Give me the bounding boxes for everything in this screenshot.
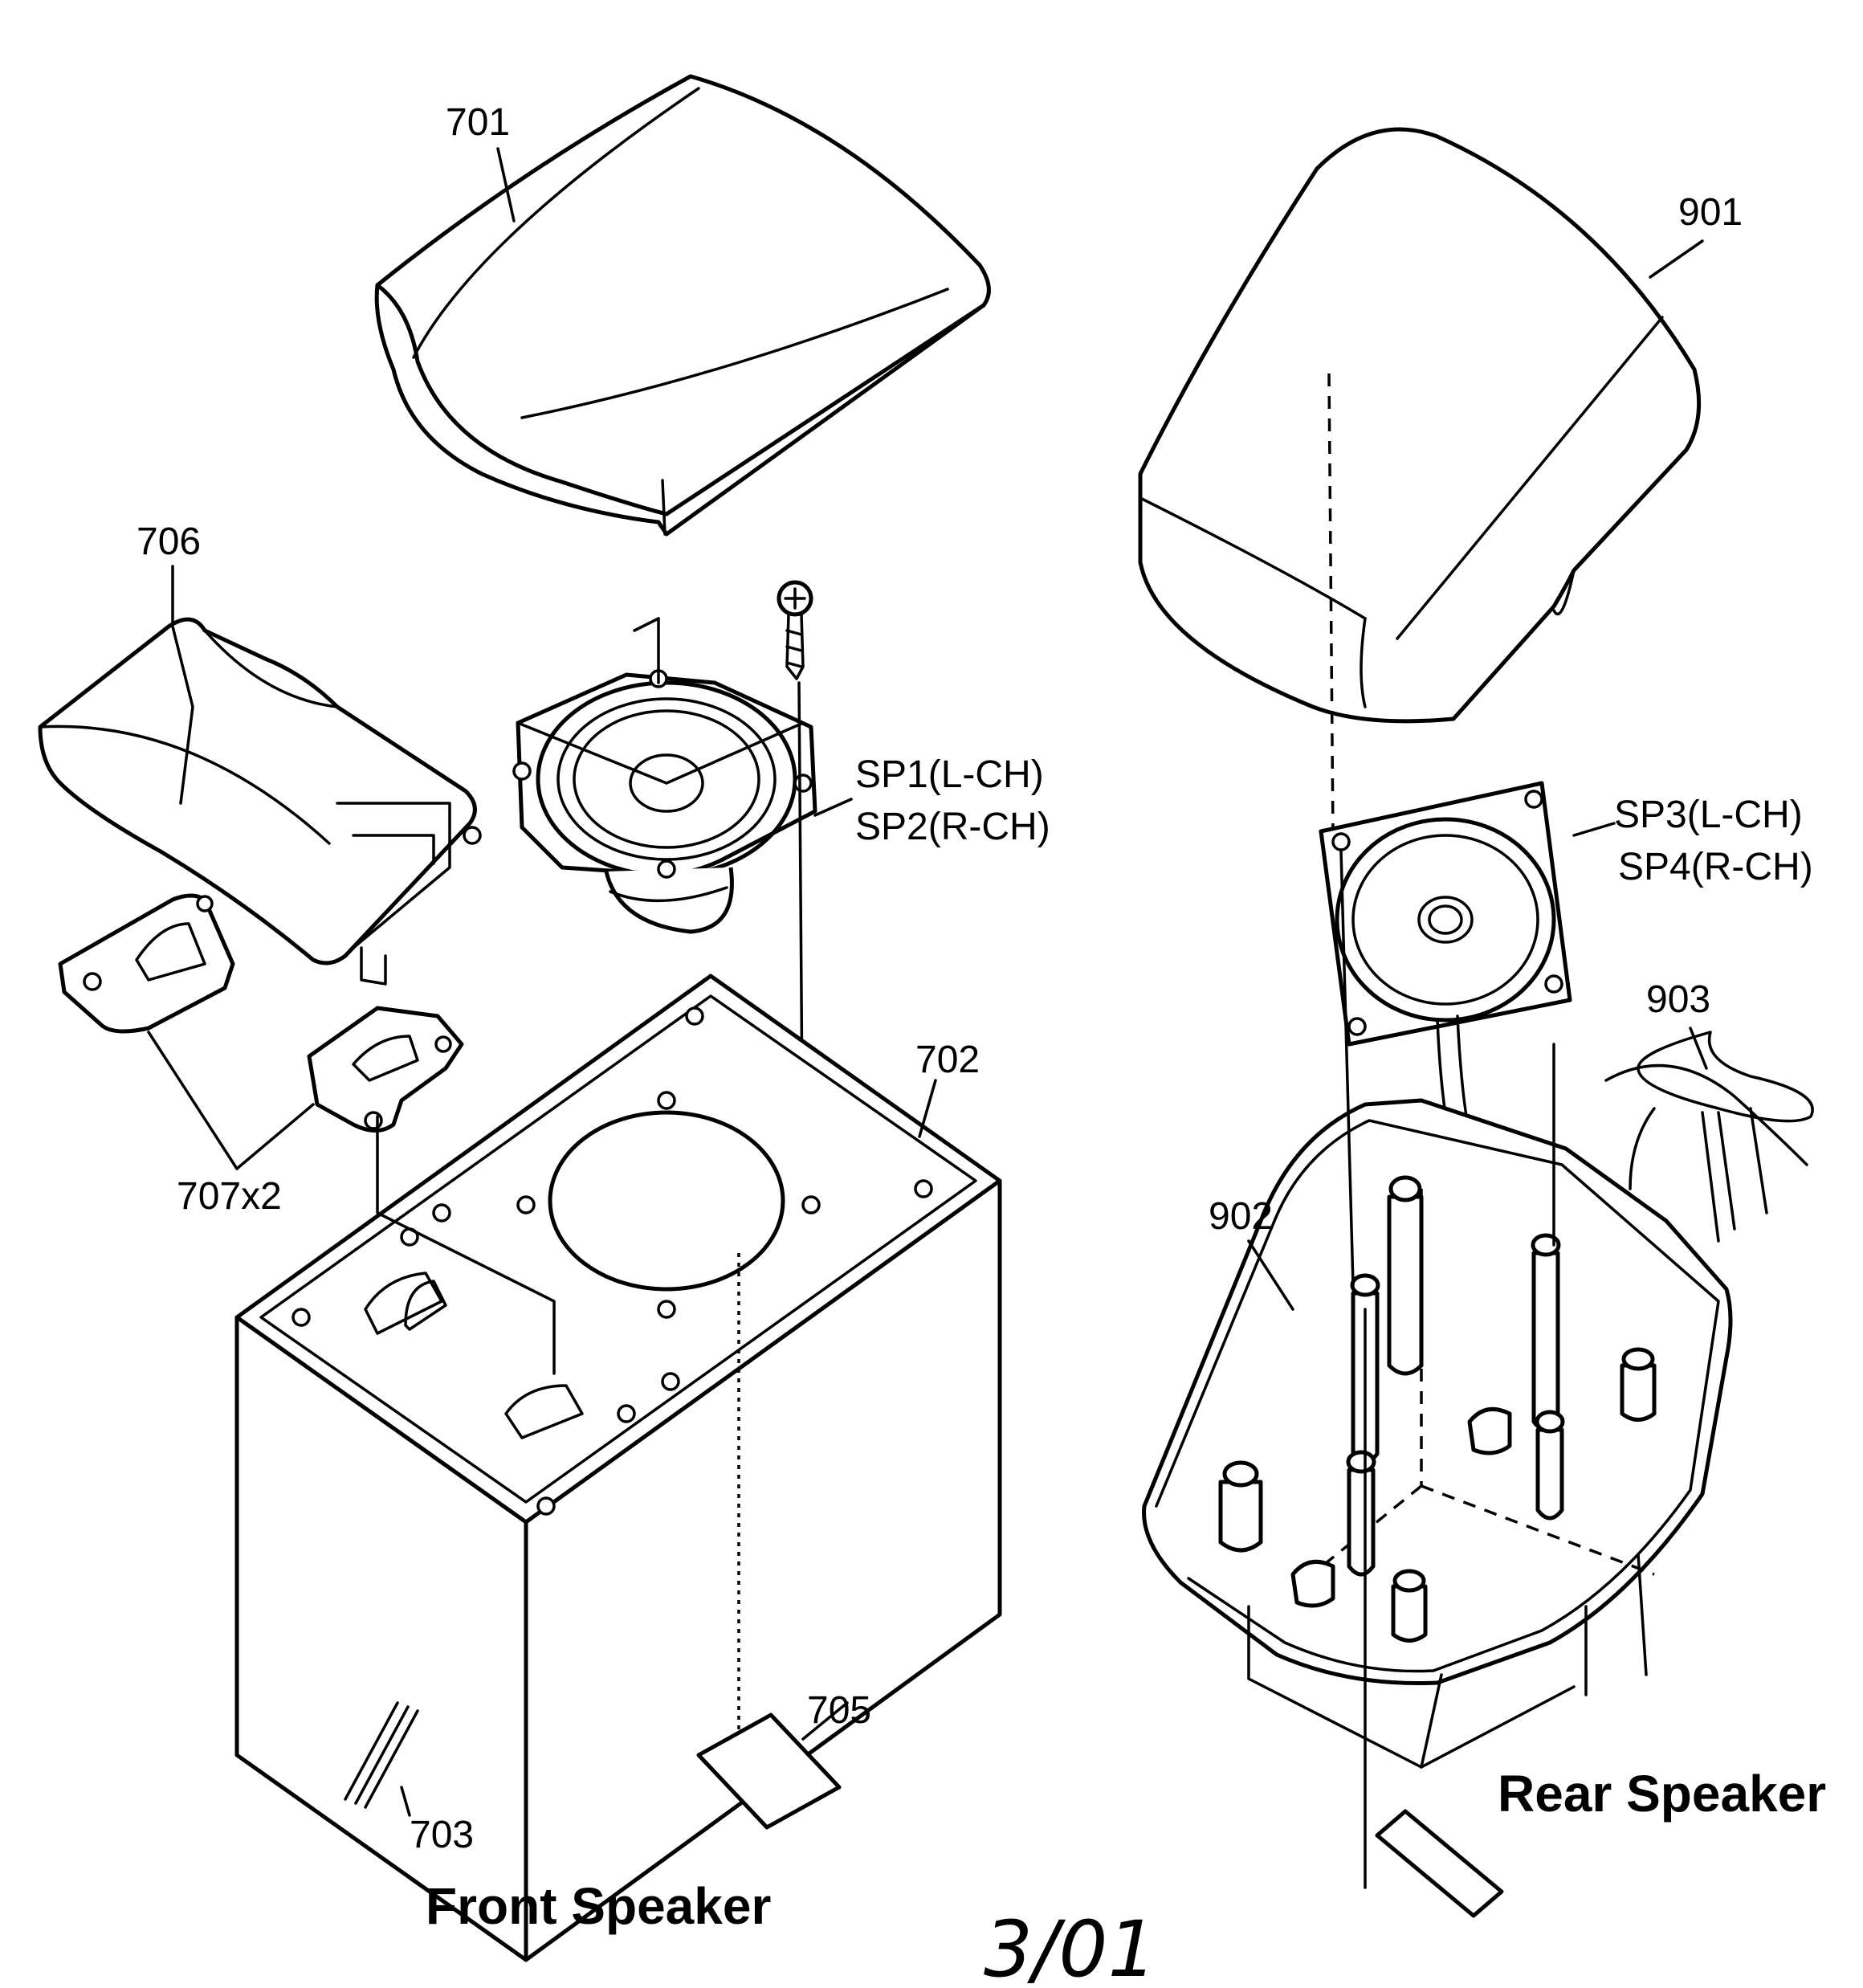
callout-901: 901 — [1678, 191, 1743, 234]
rear-label-plate — [1377, 1811, 1502, 1916]
front-bracket-left — [60, 896, 233, 1031]
callout-707: 707x2 — [177, 1175, 282, 1218]
callout-902: 902 — [1209, 1195, 1273, 1238]
callout-703: 703 — [410, 1814, 474, 1856]
callout-705: 705 — [807, 1689, 871, 1732]
callout-903: 903 — [1646, 978, 1710, 1021]
callout-706: 706 — [137, 520, 201, 563]
rear-top-cover — [1140, 129, 1699, 835]
callout-sp1: SP1(L-CH) — [855, 753, 1044, 796]
front-top-cover — [377, 76, 989, 534]
front-speaker-title: Front Speaker — [426, 1877, 771, 1935]
front-bracket-right — [309, 1008, 462, 1131]
date-mark: 3/01 — [984, 1904, 1157, 1988]
callout-sp2: SP2(R-CH) — [855, 806, 1050, 848]
callout-702: 702 — [915, 1039, 980, 1081]
rear-speaker-title: Rear Speaker — [1498, 1765, 1826, 1823]
callout-701: 701 — [446, 101, 510, 144]
callout-sp4: SP4(R-CH) — [1618, 846, 1813, 888]
callout-sp3: SP3(L-CH) — [1614, 794, 1803, 836]
front-terminal-housing — [40, 619, 480, 984]
front-speaker-driver — [514, 618, 815, 932]
